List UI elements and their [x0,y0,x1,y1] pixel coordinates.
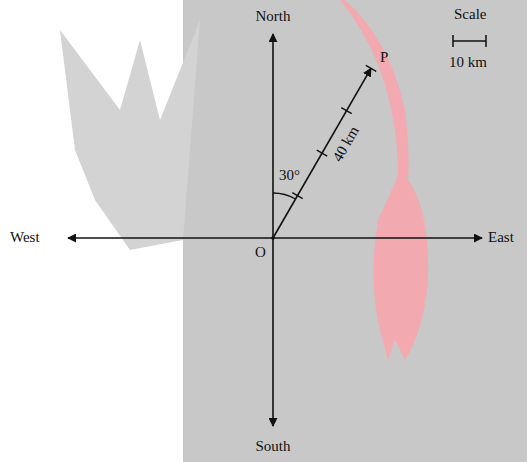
pink-watermark [340,0,428,360]
origin-dot [271,236,275,240]
angle-label: 30° [279,167,300,184]
south-axis [272,238,274,426]
direction-label: East [488,229,514,246]
west-axis [68,237,273,239]
displacement-arrow [273,68,371,238]
direction-label: North [256,8,291,25]
east-axis [273,237,482,239]
scale-ticks [292,65,376,198]
direction-label: South [255,438,290,455]
angle-arc [273,193,296,199]
grey-watermark [60,20,200,250]
scale-bar [453,35,486,47]
north-axis [272,34,274,238]
direction-label: West [10,229,40,246]
grey-ground [183,0,527,462]
origin-label: O [255,244,266,261]
scale-label: Scale [454,6,486,23]
scale-value: 10 km [449,54,487,71]
point-label: P [380,49,388,66]
